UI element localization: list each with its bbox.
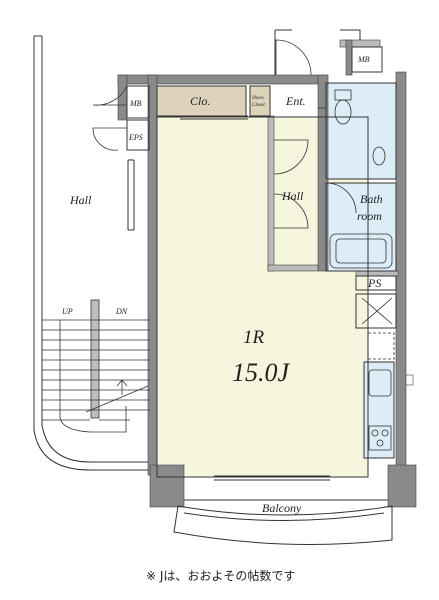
outlines [33, 29, 397, 545]
eps-label: EPS [128, 133, 143, 142]
room-area-label: 15.0J [232, 358, 291, 387]
mb-top-label: MB [357, 55, 370, 64]
stairs-down-label: DN [115, 307, 128, 316]
kitchen-sink [368, 369, 392, 397]
area-note: ※ Jは、おおよその帖数です [146, 568, 295, 583]
hall-left-label: Hall [69, 193, 92, 207]
staircase [42, 299, 150, 433]
shoes-closet-label-1: Shoes [252, 96, 264, 101]
room-type-label: 1R [243, 327, 265, 348]
doors [92, 39, 357, 229]
shoes-closet-label-2: Closet [252, 103, 265, 108]
main-room-fill-upper [158, 117, 268, 267]
stairs-up-label: UP [62, 307, 73, 316]
ps-label: PS [367, 276, 381, 290]
closet-fill [157, 86, 246, 116]
entrance-label: Ent. [285, 94, 306, 108]
toilet-area-fill [326, 83, 396, 179]
mb-left-label: MB [129, 99, 142, 108]
closet-label: Clo. [190, 94, 210, 108]
balcony-label: Balcony [262, 501, 302, 515]
hall-inner-label: Hall [281, 189, 304, 203]
bath-label-1: Bath [360, 192, 383, 206]
shoes-closet-fill [250, 86, 270, 116]
bathtub [329, 233, 393, 269]
washbasin [372, 146, 386, 166]
bath-label-2: room [357, 209, 382, 223]
fixtures [329, 89, 395, 451]
stove [368, 425, 392, 451]
bathroom-fill [326, 183, 396, 271]
